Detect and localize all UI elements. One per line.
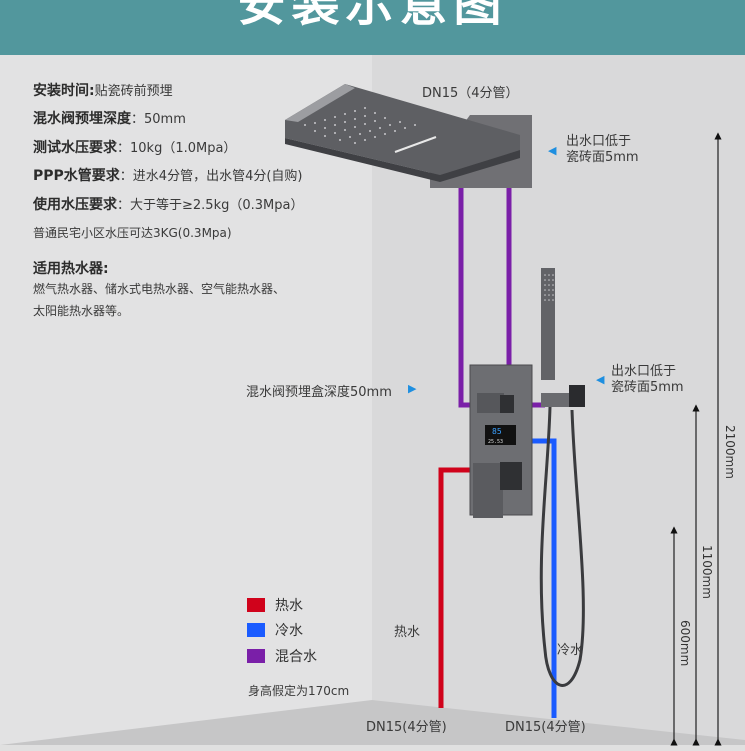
spec-test-pressure: 测试水压要求：10kg（1.0Mpa） xyxy=(33,140,236,157)
spec-label: PPP水管要求 xyxy=(33,168,120,184)
dim-label-1100: 1100mm xyxy=(700,545,714,599)
spec-label: 混水阀预埋深度 xyxy=(33,111,131,127)
pointer-left-icon: ◀ xyxy=(596,373,605,386)
header-banner: 安装示意图 xyxy=(0,0,745,55)
valve-box-depth-label: 混水阀预埋盒深度50mm xyxy=(246,385,392,400)
cold-pipe-label: 冷水 xyxy=(557,643,584,658)
cold-water-pipe xyxy=(530,438,557,718)
rain-shower-head xyxy=(285,84,532,188)
floor xyxy=(0,700,745,751)
hot-water-pipe xyxy=(438,467,478,708)
pointer-right-icon: ▶ xyxy=(408,382,417,395)
spec-value: 贴瓷砖前预埋 xyxy=(94,84,173,99)
outlet-top-note: 出水口低于 瓷砖面5mm xyxy=(566,134,639,166)
legend-item-hot: 热水 xyxy=(247,597,303,614)
spray-nozzles xyxy=(304,107,416,144)
hot-inlet-size: DN15(4分管) xyxy=(366,720,447,735)
outlet-top-line2: 瓷砖面5mm xyxy=(566,150,639,165)
heaters-line2: 太阳能热水器等。 xyxy=(33,304,130,318)
display-sub: 25.53 xyxy=(488,439,503,445)
heaters-title: 适用热水器: xyxy=(33,261,109,277)
hand-shower xyxy=(539,268,585,687)
spec-embed-depth: 混水阀预埋深度：50mm xyxy=(33,111,186,128)
hot-pipe-label: 热水 xyxy=(394,625,421,640)
legend-item-cold: 冷水 xyxy=(247,622,303,639)
mixed-water-swatch xyxy=(247,649,265,663)
cold-water-swatch xyxy=(247,623,265,637)
spec-value: ：10kg（1.0Mpa） xyxy=(117,141,237,156)
outlet-mid-line2: 瓷砖面5mm xyxy=(611,380,684,395)
floor-edge xyxy=(0,745,745,751)
outlet-top-line1: 出水口低于 xyxy=(566,134,632,149)
pointer-left-icon: ◀ xyxy=(548,144,557,157)
shower-hose xyxy=(539,406,585,687)
legend-label: 冷水 xyxy=(275,623,303,639)
spec-value: ：大于等于≥2.5kg（0.3Mpa） xyxy=(117,198,304,213)
hot-water-swatch xyxy=(247,598,265,612)
spec-install-time: 安装时间:贴瓷砖前预埋 xyxy=(33,83,173,100)
spec-pipe-requirement: PPP水管要求：进水4分管，出水管4分(自购) xyxy=(33,168,302,185)
spec-value: ：进水4分管，出水管4分(自购) xyxy=(119,169,303,184)
legend-label: 混合水 xyxy=(275,649,317,665)
legend-item-mixed: 混合水 xyxy=(247,648,317,665)
top-pipe-label: DN15（4分管） xyxy=(422,86,519,101)
spec-label: 测试水压要求 xyxy=(33,140,117,156)
spec-label: 安装时间: xyxy=(33,83,95,99)
digital-display xyxy=(485,425,516,445)
outlet-mid-note: 出水口低于 瓷砖面5mm xyxy=(611,364,684,396)
heaters-line1: 燃气热水器、储水式电热水器、空气能热水器、 xyxy=(33,282,286,296)
mixer-valve: 85 25.53 xyxy=(469,364,533,518)
cold-inlet-size: DN15(4分管) xyxy=(505,720,586,735)
spec-use-pressure: 使用水压要求：大于等于≥2.5kg（0.3Mpa） xyxy=(33,197,303,214)
height-assumption: 身高假定为170cm xyxy=(248,684,350,698)
spec-value: ：50mm xyxy=(131,112,186,127)
outlet-mid-line1: 出水口低于 xyxy=(611,364,677,379)
dim-label-2100: 2100mm xyxy=(723,425,737,479)
page-title: 安装示意图 xyxy=(237,0,508,32)
display-temp: 85 xyxy=(492,427,502,436)
legend-label: 热水 xyxy=(275,598,303,614)
spec-label: 使用水压要求 xyxy=(33,197,117,213)
spec-note: 普通民宅小区水压可达3KG(0.3Mpa) xyxy=(33,226,232,240)
left-wall xyxy=(0,55,372,751)
dim-label-600: 600mm xyxy=(678,620,692,667)
